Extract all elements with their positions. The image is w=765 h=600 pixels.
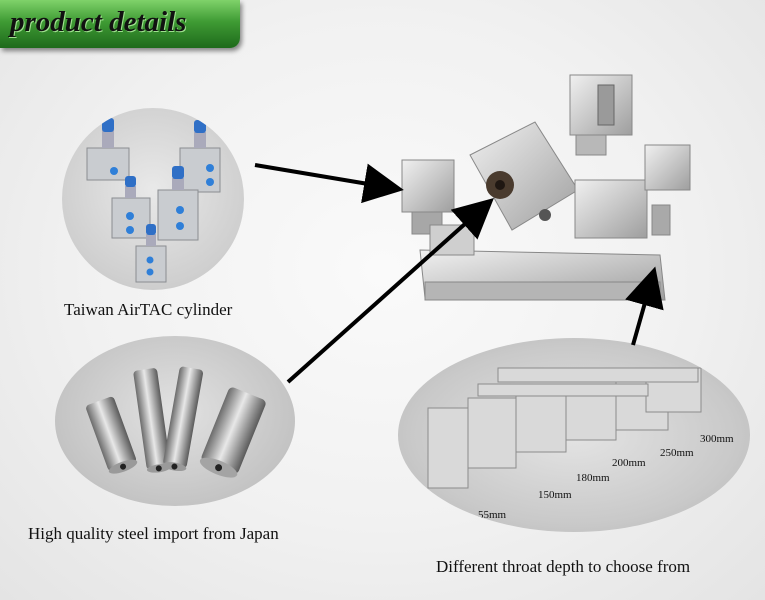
throat-caption: Different throat depth to choose from <box>436 557 691 576</box>
size-label-200: 200mm <box>612 457 646 469</box>
cylinder-illustration <box>86 118 221 283</box>
throat-photo: 55mm 150mm 180mm 200mm 250mm 300mm <box>398 338 750 532</box>
size-label-180: 180mm <box>576 472 610 484</box>
steel-illustration <box>86 366 266 478</box>
throat-illustration: 55mm 150mm 180mm 200mm 250mm 300mm <box>427 367 734 521</box>
title-banner: product details <box>0 0 240 48</box>
size-label-250: 250mm <box>660 447 694 459</box>
page-title: product details <box>10 6 187 38</box>
size-label-150: 150mm <box>538 489 572 501</box>
cylinder-caption: Taiwan AirTAC cylinder <box>64 300 233 319</box>
size-label-55: 55mm <box>478 509 507 521</box>
size-label-300: 300mm <box>700 433 734 445</box>
steel-caption: High quality steel import from Japan <box>28 524 279 543</box>
steel-photo <box>55 336 295 506</box>
cylinder-photo <box>62 108 244 290</box>
